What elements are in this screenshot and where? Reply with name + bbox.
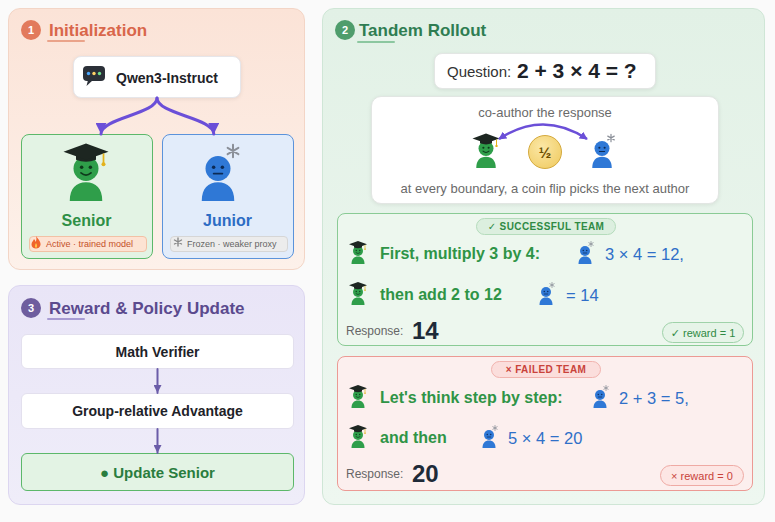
junior-icon <box>202 145 239 201</box>
node-label: Frozen · weaker proxy <box>187 238 277 250</box>
chat-dot <box>87 72 90 75</box>
process-box: Math Verifier <box>21 334 294 369</box>
step-number: 3 <box>21 298 41 318</box>
reward-pill: ✓ reward = 1 <box>662 322 744 343</box>
senior-icon <box>349 241 367 264</box>
chat-dot <box>92 72 95 75</box>
node-label: ✓ SUCCESSFUL TEAM <box>488 220 605 233</box>
chat-icon <box>83 66 105 86</box>
flow-arrow <box>157 98 214 134</box>
node-label: × FAILED TEAM <box>506 363 586 376</box>
flow-arrow <box>157 429 159 453</box>
flame-icon <box>32 236 41 249</box>
flame-core <box>35 243 37 248</box>
panel-frame: Initialization 1Qwen3-InstructSeniorActiv… <box>8 8 305 270</box>
node-label: Question: <box>447 62 511 81</box>
process-box: Group-relative Advantage <box>21 393 294 429</box>
senior-icon <box>349 425 367 448</box>
node-text: 20 <box>412 460 439 488</box>
node-text: = 14 <box>566 285 599 306</box>
node-label: Group-relative Advantage <box>72 402 243 420</box>
process-box: ● Update Senior <box>21 453 294 491</box>
chat-dot <box>98 72 101 75</box>
role-box: JuniorFrozen · weaker proxy <box>162 134 294 259</box>
node-label: Senior <box>22 211 151 231</box>
senior-icon <box>473 134 500 169</box>
reward-pill: × reward = 0 <box>660 465 744 486</box>
chat-bubble <box>83 66 105 81</box>
title-underline <box>48 318 84 320</box>
node-text: 14 <box>412 317 439 345</box>
node-label: ½ <box>539 143 552 162</box>
team-box: First, multiply 3 by 4: 3 × 4 = 12, then a… <box>337 213 753 346</box>
swap-arrow <box>499 125 587 140</box>
junior-icon <box>579 242 594 265</box>
title-underline <box>358 41 394 43</box>
node-label: co-author the response <box>372 105 718 121</box>
node-text: and then <box>380 428 447 448</box>
node-label: Math Verifier <box>115 343 199 361</box>
chat-tail <box>87 80 94 86</box>
node-label: ✓ reward = 1 <box>671 326 736 340</box>
node-text: Response: <box>346 324 403 339</box>
question-box: Question: 2 + 3 × 4 = ? <box>434 53 656 89</box>
node-text: Response: <box>346 467 403 482</box>
senior-icon <box>349 282 367 305</box>
team-tag: ✓ SUCCESSFUL TEAM <box>476 218 616 235</box>
node-label: Initialization <box>49 20 147 41</box>
node-label: 1 <box>28 23 34 37</box>
node-text: 2 + 3 × 4 = ? <box>517 58 637 84</box>
node-label: × reward = 0 <box>671 469 733 483</box>
senior-icon <box>64 144 109 202</box>
frost-icon <box>175 238 182 246</box>
node-label: Junior <box>163 211 292 231</box>
node-label: Qwen3-Instruct <box>116 69 218 87</box>
senior-icon <box>349 385 367 408</box>
flow-arrow <box>157 369 159 393</box>
coin-badge: ½ <box>528 135 562 169</box>
node-label: Tandem Rollout <box>359 20 486 41</box>
node-label: Let's think step by step: <box>380 388 563 408</box>
node-text: at every boundary, a coin flip picks the… <box>372 181 718 197</box>
flow-arrow <box>101 98 157 134</box>
node-label: 3 <box>28 301 34 315</box>
step-number: 1 <box>21 20 41 40</box>
role-box: SeniorActive · trained model <box>21 134 153 259</box>
node-label: ● Update Senior <box>100 463 215 482</box>
status-badge: Active · trained model <box>29 236 147 252</box>
junior-icon <box>540 283 555 306</box>
node-label: First, multiply 3 by 4: <box>380 244 540 264</box>
node-text: 3 × 4 = 12, <box>605 244 684 265</box>
node-label: Active · trained model <box>46 238 133 250</box>
junior-icon <box>594 386 609 409</box>
rollout-card: co-author the response at every boundary,… <box>371 96 719 204</box>
step-number: 2 <box>335 20 355 40</box>
team-tag: × FAILED TEAM <box>491 361 601 378</box>
model-box: Qwen3-Instruct <box>73 56 241 98</box>
title-underline <box>48 40 84 42</box>
node-text: then add 2 to 12 <box>380 285 502 305</box>
status-badge: Frozen · weaker proxy <box>170 236 288 252</box>
panel-frame: Reward & Policy Update 3Math VerifierGrou… <box>8 285 305 505</box>
node-label: Reward & Policy Update <box>49 298 245 319</box>
panel-frame: Tandem Rollout 2Question: 2 + 3 × 4 = ? co-… <box>322 8 765 505</box>
node-label: 2 <box>342 23 348 37</box>
node-text: 2 + 3 = 5, <box>619 388 689 409</box>
node-text: 5 × 4 = 20 <box>508 428 582 449</box>
junior-icon <box>483 426 498 449</box>
junior-icon <box>592 134 614 168</box>
team-box: Let's think step by step: 2 + 3 = 5, and t… <box>337 356 753 491</box>
